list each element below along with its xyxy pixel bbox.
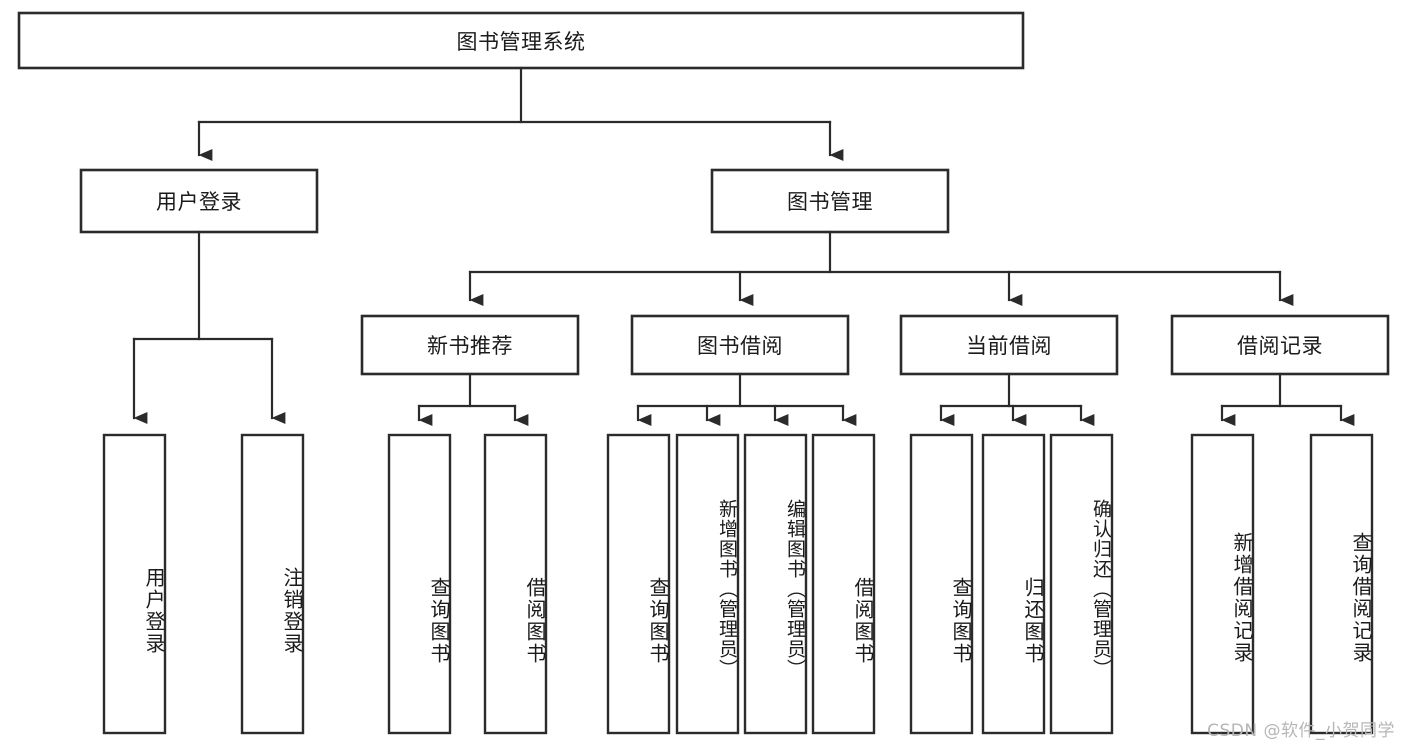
node-box-root[interactable] (17, 11, 1025, 70)
csdn-watermark: CSDN @软件_小贺同学 (1207, 721, 1395, 741)
node-box-user-login[interactable] (79, 168, 319, 234)
node-box-leaf-user-login[interactable] (102, 433, 167, 735)
node-box-leaf-query-book-1[interactable] (387, 433, 452, 735)
node-box-leaf-add-book[interactable] (675, 433, 740, 735)
node-box-current-borrow[interactable] (899, 314, 1119, 376)
node-box-leaf-logout[interactable] (240, 433, 305, 735)
node-box-leaf-query-book-2[interactable] (606, 433, 671, 735)
node-box-leaf-query-book-3[interactable] (909, 433, 974, 735)
node-box-leaf-borrow-book-2[interactable] (811, 433, 876, 735)
node-box-leaf-query-record[interactable] (1309, 433, 1374, 735)
node-box-book-manage[interactable] (710, 168, 950, 234)
node-box-leaf-add-record[interactable] (1190, 433, 1255, 735)
node-box-leaf-return-book[interactable] (981, 433, 1046, 735)
node-box-borrow-record[interactable] (1170, 314, 1390, 376)
node-box-leaf-confirm-return[interactable] (1049, 433, 1114, 735)
node-box-new-book-recommend[interactable] (360, 314, 580, 376)
node-box-book-borrow[interactable] (630, 314, 850, 376)
node-box-leaf-edit-book[interactable] (743, 433, 808, 735)
node-box-leaf-borrow-book-1[interactable] (483, 433, 548, 735)
